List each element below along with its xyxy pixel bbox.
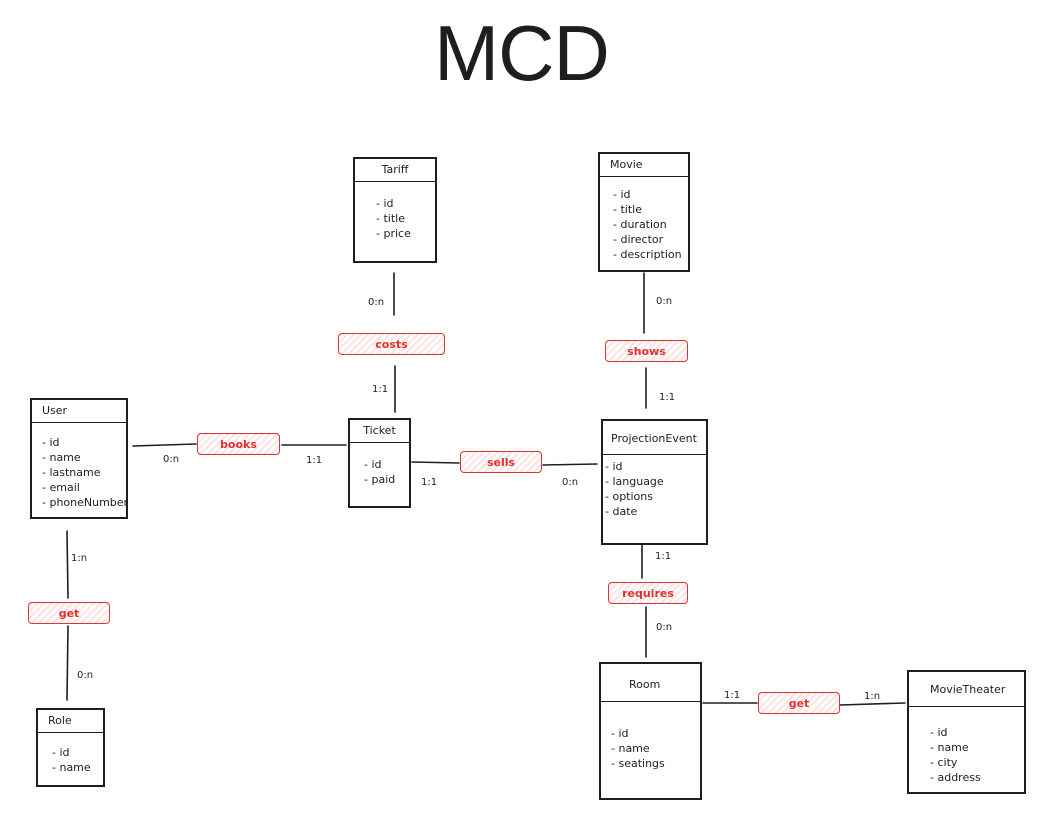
attribute-item: id bbox=[364, 457, 409, 472]
attribute-item: language bbox=[605, 474, 706, 489]
attribute-item: name bbox=[611, 741, 700, 756]
attribute-item: price bbox=[376, 226, 435, 241]
entity-name: User bbox=[32, 400, 126, 423]
attribute-item: paid bbox=[364, 472, 409, 487]
entity-name: Movie bbox=[600, 154, 688, 177]
line-user-books bbox=[132, 443, 197, 447]
attribute-item: id bbox=[376, 196, 435, 211]
entity-name: Role bbox=[38, 710, 103, 733]
relation-shows: shows bbox=[605, 340, 688, 362]
line-get-theater bbox=[839, 702, 906, 706]
attribute-item: phoneNumber bbox=[42, 495, 128, 510]
page-title: MCD bbox=[434, 9, 610, 97]
attribute-item: name bbox=[52, 760, 103, 775]
entity-name: ProjectionEvent bbox=[603, 421, 706, 455]
attribute-item: id bbox=[42, 435, 126, 450]
cardinality-label: 1:1 bbox=[724, 690, 741, 701]
relation-sells: sells bbox=[460, 451, 542, 473]
attribute-item: name bbox=[42, 450, 126, 465]
attribute-item: director bbox=[613, 232, 688, 247]
attribute-item: options bbox=[605, 489, 706, 504]
attribute-item: address bbox=[930, 770, 1024, 785]
relation-get-user-role: get bbox=[28, 602, 110, 624]
entity-name: Room bbox=[601, 664, 700, 702]
relation-requires: requires bbox=[608, 582, 688, 604]
entity-name: Tariff bbox=[355, 159, 435, 182]
entity-room: Room id name seatings bbox=[599, 662, 702, 800]
attribute-item: city bbox=[930, 755, 1024, 770]
entity-tariff: Tariff id title price bbox=[353, 157, 437, 263]
line-sells-event bbox=[542, 463, 598, 466]
attribute-item: title bbox=[376, 211, 435, 226]
cardinality-label: 0:n bbox=[562, 477, 579, 488]
cardinality-label: 0:n bbox=[77, 670, 94, 681]
cardinality-label: 1:1 bbox=[372, 384, 389, 395]
attribute-item: id bbox=[611, 726, 700, 741]
cardinality-label: 0:n bbox=[163, 454, 180, 465]
relation-costs: costs bbox=[338, 333, 445, 355]
cardinality-label: 1:1 bbox=[306, 455, 323, 466]
entity-ticket: Ticket id paid bbox=[348, 418, 411, 508]
entity-name: Ticket bbox=[350, 420, 409, 443]
attribute-item: id bbox=[52, 745, 103, 760]
attribute-item: email bbox=[42, 480, 126, 495]
entity-role: Role id name bbox=[36, 708, 105, 787]
entity-name: MovieTheater bbox=[909, 672, 1024, 707]
cardinality-label: 0:n bbox=[656, 296, 673, 307]
cardinality-label: 1:1 bbox=[421, 477, 438, 488]
entity-projection-event: ProjectionEvent id language options date bbox=[601, 419, 708, 545]
attribute-item: id bbox=[930, 725, 1024, 740]
attribute-item: seatings bbox=[611, 756, 700, 771]
attribute-item: duration bbox=[613, 217, 688, 232]
cardinality-label: 1:1 bbox=[655, 551, 672, 562]
attribute-item: lastname bbox=[42, 465, 126, 480]
line-user-get bbox=[66, 530, 69, 599]
attribute-item: id bbox=[605, 459, 706, 474]
cardinality-label: 0:n bbox=[368, 297, 385, 308]
attribute-item: title bbox=[613, 202, 688, 217]
relation-books: books bbox=[197, 433, 280, 455]
attribute-item: description bbox=[613, 247, 688, 262]
line-ticket-sells bbox=[411, 461, 460, 464]
cardinality-label: 1:n bbox=[71, 553, 88, 564]
attribute-item: date bbox=[605, 504, 706, 519]
entity-movie-theater: MovieTheater id name city address bbox=[907, 670, 1026, 794]
attribute-item: id bbox=[613, 187, 688, 202]
cardinality-label: 1:1 bbox=[659, 392, 676, 403]
line-get-role bbox=[66, 625, 69, 701]
attribute-item: name bbox=[930, 740, 1024, 755]
cardinality-label: 1:n bbox=[864, 691, 881, 702]
entity-movie: Movie id title duration director descrip… bbox=[598, 152, 690, 272]
relation-get-room-theater: get bbox=[758, 692, 840, 714]
entity-user: User id name lastname email phoneNumber bbox=[30, 398, 128, 519]
cardinality-label: 0:n bbox=[656, 622, 673, 633]
